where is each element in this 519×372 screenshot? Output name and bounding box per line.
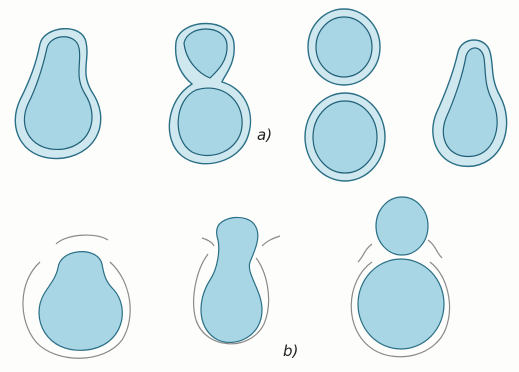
cell-a4	[433, 40, 507, 166]
cell-a3	[305, 9, 385, 181]
cell-a1	[15, 29, 100, 159]
cell-b1	[23, 235, 130, 358]
cell-a2	[169, 24, 250, 164]
cell-b2	[194, 217, 280, 343]
label-b: b)	[283, 342, 298, 360]
cell-b3	[351, 197, 449, 357]
label-a: a)	[257, 126, 272, 144]
